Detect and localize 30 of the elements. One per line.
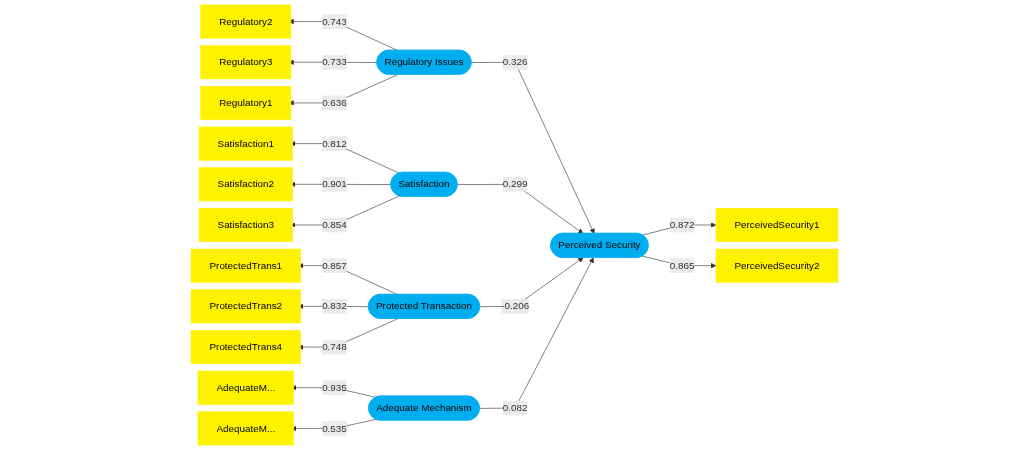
node-box: PerceivedSecurity1 bbox=[715, 208, 839, 242]
node-box: ProtectedTrans2 bbox=[190, 289, 301, 324]
edge-label: 0.299 bbox=[502, 178, 528, 190]
node-box: Satisfaction3 bbox=[198, 208, 293, 242]
node-box: Regulatory1 bbox=[200, 86, 292, 120]
edge-label: 0.832 bbox=[322, 300, 347, 312]
edge-label: 0.636 bbox=[322, 97, 347, 108]
node-box: AdequateM... bbox=[197, 370, 294, 405]
node-box: Satisfaction2 bbox=[198, 167, 293, 202]
edge-label: 0.082 bbox=[502, 402, 528, 414]
node-box: ProtectedTrans1 bbox=[190, 248, 301, 283]
edge-label: 0.854 bbox=[322, 219, 347, 230]
edge-label: 0.901 bbox=[322, 178, 347, 190]
node-box: AdequateM... bbox=[197, 411, 294, 446]
node-box: Satisfaction1 bbox=[198, 126, 293, 161]
node-box: Regulatory2 bbox=[200, 4, 292, 39]
edge-label: -0.206 bbox=[501, 300, 530, 312]
edge-label: 0.326 bbox=[502, 56, 528, 68]
edge-label: 0.743 bbox=[322, 16, 347, 27]
edge-label: 0.935 bbox=[322, 382, 347, 393]
edge-label: 0.535 bbox=[322, 422, 347, 434]
node-box: PerceivedSecurity2 bbox=[715, 248, 839, 283]
edge-label: 0.857 bbox=[322, 260, 347, 271]
node-box: Regulatory3 bbox=[200, 45, 292, 80]
edge-label: 0.748 bbox=[322, 341, 347, 352]
edge-label: 0.733 bbox=[322, 56, 347, 68]
node-box: ProtectedTrans4 bbox=[190, 330, 301, 364]
edge-label: 0.865 bbox=[669, 260, 695, 271]
edge-label: 0.872 bbox=[669, 219, 695, 230]
edge-label: 0.812 bbox=[322, 138, 347, 149]
